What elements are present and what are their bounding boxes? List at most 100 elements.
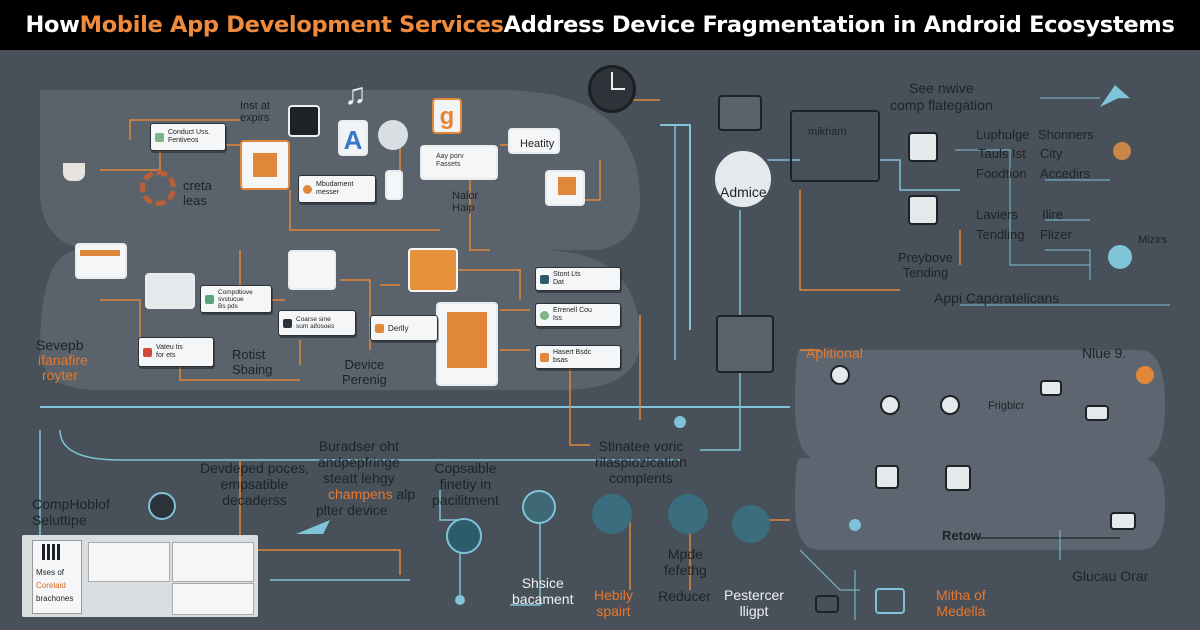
label-tauls: Tauls Ist <box>978 146 1026 161</box>
small-cog-icon <box>940 395 960 415</box>
cart-icon <box>875 588 905 614</box>
media-icon <box>908 195 938 225</box>
orange-app-inner <box>253 153 277 177</box>
letter-g-icon: g <box>432 98 462 134</box>
workstation-icon <box>592 494 632 534</box>
label-appi: Appi Caporatelicans <box>934 290 1060 306</box>
label-royter: royter <box>42 367 78 383</box>
small-folder2-icon <box>1110 512 1136 530</box>
card-vateu: Vateu tis for ets <box>138 337 214 367</box>
label-tendling: Tendling <box>976 227 1025 242</box>
label-admice: Admice <box>720 184 767 200</box>
qr-icon <box>42 544 62 560</box>
card-hasert: Hasert Bsdc bsas <box>535 345 621 369</box>
label-champens-line: champens alp <box>328 486 415 502</box>
label-retow: Retow <box>942 528 981 543</box>
label-accedirs: Accedirs <box>1040 166 1090 181</box>
title-prefix: How <box>25 12 80 38</box>
card-mbudarnent: Mbudarnent messer <box>298 175 376 203</box>
label-mizirs: Mizirs <box>1138 234 1167 246</box>
target-icon <box>148 492 176 520</box>
label-foodtion: Foodtion <box>976 166 1027 181</box>
clock-hand <box>611 72 613 90</box>
bottom-doc-sheet2 <box>88 542 170 582</box>
lightbulb-icon <box>446 518 482 554</box>
label-shsice: Shsice bacament <box>512 575 574 607</box>
label-preybove: Preybove Tending <box>898 250 953 280</box>
music-note-icon: ♫ <box>344 78 367 111</box>
tablet-inner <box>447 312 487 368</box>
label-mitha: Mitha of Medella <box>936 587 986 619</box>
card-conduct: Conduct Uss. Fentiveos <box>150 123 226 151</box>
doc-line1: Mses of <box>36 568 65 577</box>
phone-icon <box>385 170 403 200</box>
label-creta: creta leas <box>183 178 212 208</box>
title-highlight: Mobile App Development Services <box>79 12 504 38</box>
label-reducer: Reducer <box>658 588 711 604</box>
label-aplitional: Aplitional <box>806 345 863 361</box>
small-clock-icon <box>880 395 900 415</box>
title-suffix: Address Device Fragmentation in Android … <box>503 12 1175 38</box>
lamp-icon <box>1108 245 1132 269</box>
label-nlue: Nlue 9. <box>1082 345 1127 361</box>
printer-icon <box>668 494 708 534</box>
building-icon <box>718 95 762 131</box>
small-card-icon <box>1040 380 1062 396</box>
card-c3: Aay porv Fassets <box>436 153 464 168</box>
label-city: City <box>1040 146 1063 161</box>
tablet-chart-icon <box>408 248 458 292</box>
label-flizer: Flizer <box>1040 227 1072 242</box>
card-stont: Stont Lts Dat <box>535 267 621 291</box>
label-pestercer: Pestercer lligpt <box>724 587 784 619</box>
label-mikham: mikham <box>808 126 847 138</box>
label-rotist: Rotist Sbaing <box>232 347 273 377</box>
video-icon <box>908 132 938 162</box>
puzzle-app-icon <box>288 105 320 137</box>
letter-a-icon: A <box>338 120 368 156</box>
label-compholbiof: CompHoblof <box>32 496 110 512</box>
label-inst: Inst at expirs <box>240 100 270 124</box>
web-card-icon <box>75 243 127 279</box>
label-alp: alp <box>392 486 416 502</box>
infographic-canvas: ♫ A g Aay porv Fassets Conduct Uss. Fent… <box>0 50 1200 630</box>
envelope-icon <box>145 273 195 309</box>
book-icon <box>508 128 560 154</box>
label-laviers: Laviers <box>976 207 1018 222</box>
label-device: Device Perenig <box>342 357 387 387</box>
label-buradser: Buradser oht andpepfringe steatt lehgy <box>318 438 400 486</box>
play-store-card <box>420 145 498 180</box>
monitor-icon <box>288 250 336 290</box>
box-icon <box>732 505 770 543</box>
label-heatity: Heatity <box>520 138 555 150</box>
label-sevepb: Sevepb <box>36 337 84 353</box>
cup-icon <box>63 163 85 181</box>
gear-icon <box>140 170 176 206</box>
label-glucau: Glucau Orar <box>1072 568 1149 584</box>
label-copsaible: Copsaible finetiy in pacilitment <box>432 460 499 508</box>
label-nalor: Nalor Haip <box>452 190 479 214</box>
small-gauge-icon <box>830 365 850 385</box>
label-mpde: Mpde fefethg <box>664 546 707 578</box>
label-luphulge: Luphulge <box>976 127 1030 142</box>
label-stinatee: Stinatee voric rilaspiozication complent… <box>595 438 687 486</box>
web-card-bar <box>80 250 120 256</box>
label-hebily: Hebily spairt <box>594 587 633 619</box>
laptop-icon <box>815 595 839 613</box>
device-screen-icon <box>716 315 774 373</box>
card-coarse: Coarse sine sum aifosoes <box>278 310 356 336</box>
label-ilire: Ilire <box>1042 207 1063 222</box>
small-table-icon <box>875 465 899 489</box>
label-seluttipe: Seluttipe <box>32 512 87 528</box>
globe-icon <box>378 120 408 150</box>
label-frigbicr: Frigbicr <box>988 400 1025 412</box>
chart-screen-inner <box>558 177 576 195</box>
clock-hand-minute <box>611 88 625 90</box>
small-screen-icon <box>945 465 971 491</box>
label-champens: champens <box>328 486 393 502</box>
cloud-icon <box>522 490 556 524</box>
label-shonners: Shonners <box>1038 127 1094 142</box>
label-devdeped: Devdeped poces, empsatible decaderss <box>200 460 309 508</box>
bottom-doc-sheet3 <box>172 542 254 582</box>
person-icon <box>1113 142 1131 160</box>
doc-line3: brachones <box>36 594 74 603</box>
